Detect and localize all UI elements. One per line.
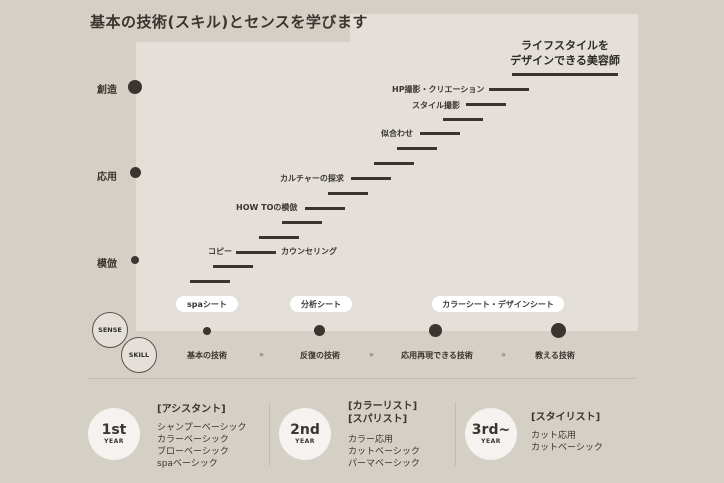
step-bar [374, 162, 414, 165]
step-bar [305, 207, 345, 210]
role-title: [スタイリスト] [531, 412, 601, 423]
list-item: カットベーシック [348, 447, 420, 457]
goal-step-bar [512, 73, 618, 76]
page-title: 基本の技術(スキル)とセンスを学びます [90, 13, 368, 31]
step-label-niai: 似合わせ [381, 129, 413, 138]
skill-stage-basic: 基本の技術 [187, 351, 227, 360]
step-label-counseling: カウンセリング [281, 247, 337, 256]
year-badge-1st: 1st YEAR [88, 408, 140, 460]
diagram-panel [136, 14, 638, 331]
step-bar [236, 251, 276, 254]
step-bar [351, 177, 391, 180]
skill-stage-apply: 応用再現できる技術 [401, 351, 473, 360]
list-item: カラーベーシック [157, 435, 229, 445]
step-bar [489, 88, 529, 91]
sense-pill-analysis: 分析シート [290, 296, 352, 312]
goal-text: ライフスタイルを デザインできる美容師 [510, 38, 620, 68]
skill-list-1st: シャンプーベーシック カラーベーシック ブローベーシック spaベーシック [157, 422, 247, 470]
skill-dot-1 [203, 327, 211, 335]
skill-dot-3 [429, 324, 442, 337]
level-label-create: 創造 [97, 85, 117, 96]
step-bar [397, 147, 437, 150]
year-label: YEAR [295, 438, 315, 445]
level-dot-imitate [131, 256, 139, 264]
skill-dot-2 [314, 325, 325, 336]
level-dot-create [128, 80, 142, 94]
list-item: カットベーシック [531, 443, 603, 453]
step-bar [466, 103, 506, 106]
role-title: [アシスタント] [157, 404, 226, 415]
list-item: ブローベーシック [157, 447, 229, 457]
skill-stage-teach: 教える技術 [535, 351, 575, 360]
year-number: 3rd~ [471, 422, 511, 438]
step-bar [420, 132, 460, 135]
list-item: パーマベーシック [348, 459, 420, 469]
level-label-apply: 応用 [97, 172, 117, 183]
list-item: カラー応用 [348, 435, 394, 445]
chevron-right-icon: » [369, 350, 374, 359]
goal-line-1: ライフスタイルを [521, 39, 609, 52]
section-divider [88, 378, 636, 379]
sense-tag: SENSE [98, 326, 122, 334]
skill-stage-repeat: 反復の技術 [300, 351, 340, 360]
skill-list-3rd: カット応用 カットベーシック [531, 430, 603, 454]
sense-pill-spa: spaシート [176, 296, 238, 312]
year-label: YEAR [104, 438, 124, 445]
step-bar [328, 192, 368, 195]
step-label-style: スタイル撮影 [412, 101, 460, 110]
step-bar [259, 236, 299, 239]
skill-circle: SKILL [121, 337, 157, 373]
step-bar [190, 280, 230, 283]
year-number: 1st [101, 422, 127, 438]
title-background [0, 0, 350, 42]
sense-pill-color-design: カラーシート・デザインシート [432, 296, 564, 312]
step-label-copy: コピー [208, 247, 232, 256]
year-label: YEAR [481, 438, 501, 445]
year-number: 2nd [290, 422, 320, 438]
sense-circle: SENSE [92, 312, 128, 348]
step-label-culture: カルチャーの探求 [280, 174, 344, 183]
skill-dot-4 [551, 323, 566, 338]
list-item: カット応用 [531, 431, 577, 441]
chevron-right-icon: » [259, 350, 264, 359]
chevron-right-icon: » [501, 350, 506, 359]
role-title: [スパリスト] [348, 414, 408, 425]
step-bar [443, 118, 483, 121]
skill-tag: SKILL [128, 351, 150, 359]
step-bar [213, 265, 253, 268]
step-label-hp: HP撮影・クリエーション [392, 85, 485, 94]
role-title: [カラーリスト] [348, 401, 418, 412]
step-label-howto: HOW TOの模倣 [236, 203, 298, 212]
column-divider [269, 402, 270, 466]
list-item: シャンプーベーシック [157, 423, 247, 433]
list-item: spaベーシック [157, 459, 218, 469]
level-label-imitate: 模倣 [97, 259, 117, 270]
column-divider [455, 402, 456, 466]
year-badge-3rd: 3rd~ YEAR [465, 408, 517, 460]
skill-list-2nd: カラー応用 カットベーシック パーマベーシック [348, 434, 420, 470]
level-dot-apply [130, 167, 141, 178]
goal-line-2: デザインできる美容師 [510, 54, 620, 67]
step-bar [282, 221, 322, 224]
year-badge-2nd: 2nd YEAR [279, 408, 331, 460]
